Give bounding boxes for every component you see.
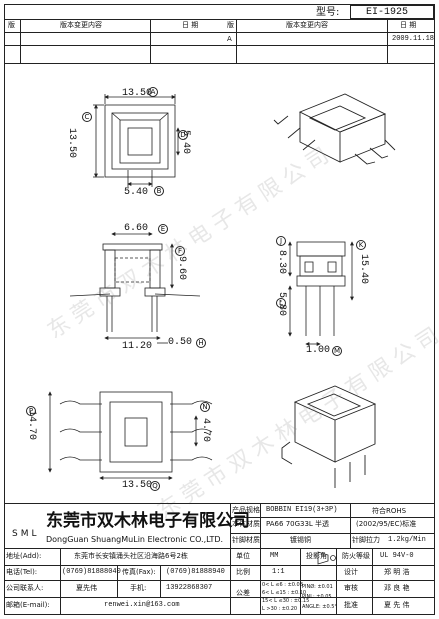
company-logo: SML bbox=[12, 529, 40, 539]
scale-label: 比例 bbox=[236, 568, 250, 576]
approve-label: 批准 bbox=[344, 601, 358, 609]
spec-pin-value: 镀锡铜 bbox=[290, 536, 311, 544]
rev-col-no: 版 bbox=[8, 21, 15, 29]
addr-value: 东莞市长安镇涌头社区沿海路6号2栋 bbox=[74, 552, 188, 560]
model-value: EI-1925 bbox=[366, 7, 409, 18]
revision-table bbox=[4, 19, 435, 64]
spec-rohs-1: 符合ROHS bbox=[372, 507, 407, 515]
rev-col-content-2: 版本变更内容 bbox=[286, 21, 328, 29]
flame-label: 防火等级 bbox=[342, 552, 370, 560]
spec-product-label: 产品规格 bbox=[232, 506, 260, 514]
rev-col-content: 版本变更内容 bbox=[60, 21, 102, 29]
spec-pin-label: 针脚材质 bbox=[232, 536, 260, 544]
check-value: 邓 良 艳 bbox=[384, 584, 410, 592]
tel-label: 电话(Tel): bbox=[6, 568, 38, 576]
fax-value: (0769)81888940 bbox=[166, 568, 225, 576]
spec-product-value: BOBBIN EI19(3+3P) bbox=[266, 506, 338, 514]
dim-side-total: 15.40 bbox=[358, 254, 369, 285]
email-value: renwei.xin@163.com bbox=[104, 601, 180, 609]
check-label: 审核 bbox=[344, 584, 358, 592]
tol-1: 0< L ≤6 : ±0.08 bbox=[262, 582, 303, 588]
spec-pull-value: 1.2kg/Min bbox=[388, 536, 426, 544]
dim-bottom-width: 13.50 bbox=[122, 480, 153, 491]
dim-ref-F: F bbox=[175, 246, 185, 256]
dim-ref-H: H bbox=[196, 338, 206, 348]
pin-tol-3: ANGLE: ±0.5° bbox=[302, 604, 337, 610]
dim-front-bottom: 11.20 bbox=[122, 341, 153, 352]
dim-side-height: 8.30 bbox=[276, 250, 287, 275]
model-label: 型号: bbox=[316, 7, 340, 18]
scale-value: 1:1 bbox=[272, 568, 285, 576]
tol-label: 公差 bbox=[236, 589, 250, 597]
dim-ref-J: J bbox=[276, 236, 286, 246]
phone-label: 手机: bbox=[130, 584, 147, 592]
dim-ref-Q: Q bbox=[150, 481, 160, 491]
tol-2: 6< L ≤15 : ±0.10 bbox=[262, 590, 307, 596]
dim-ref-C: C bbox=[82, 112, 92, 122]
dim-top-height: 13.50 bbox=[66, 128, 77, 159]
dim-ref-L: L bbox=[276, 298, 286, 308]
dim-ref-M: M bbox=[332, 346, 342, 356]
rev-col-date-2: 日 期 bbox=[400, 21, 417, 29]
contact-label: 公司联系人: bbox=[6, 584, 44, 592]
tol-4: L >30 : ±0.20 bbox=[262, 606, 298, 612]
rev-col-date: 日 期 bbox=[182, 21, 199, 29]
company-name-cn: 东莞市双木林电子有限公司 bbox=[46, 511, 250, 531]
email-label: 邮箱(E-mail): bbox=[6, 601, 50, 609]
dim-side-pitch: 1.00 bbox=[306, 345, 331, 356]
spec-body-label: 本体材质 bbox=[232, 520, 260, 528]
tol-3: 15< L ≤30 : ±0.15 bbox=[262, 598, 310, 604]
spec-pull-label: 针脚拉力 bbox=[352, 536, 380, 544]
fax-label: 传真(Fax): bbox=[122, 568, 156, 576]
unit-value: MM bbox=[270, 552, 279, 560]
dim-inner-width: 5.40 bbox=[124, 187, 149, 198]
unit-label: 单位 bbox=[236, 552, 250, 560]
dim-ref-K: K bbox=[356, 240, 366, 250]
spec-body-value: PA66 70G33L 半透 bbox=[266, 520, 330, 528]
dim-ref-A: A bbox=[148, 87, 158, 97]
dim-front-top: 6.60 bbox=[124, 223, 149, 234]
dim-ref-D: D bbox=[178, 130, 188, 140]
rev-col-no-2: 版 bbox=[227, 21, 234, 29]
spec-rohs-2: (2002/95/EC)标准 bbox=[356, 520, 417, 528]
dim-ref-B: B bbox=[154, 186, 164, 196]
pin-tol-1: PINØ: ±0.01 bbox=[302, 584, 333, 590]
phone-value: 13922868307 bbox=[166, 584, 213, 592]
company-name-en: DongGuan ShuangMuLin Electronic CO.,LTD. bbox=[46, 535, 224, 544]
dim-top-width: 13.50 bbox=[122, 88, 153, 99]
dim-bottom-pin: 4.70 bbox=[200, 418, 211, 443]
model-box bbox=[350, 5, 434, 19]
drawn-value: 郑 明 浩 bbox=[384, 568, 410, 576]
rev-row-rev: A bbox=[227, 35, 232, 43]
approve-value: 夏 先 伟 bbox=[384, 601, 410, 609]
rev-row-date: 2009.11.18 bbox=[392, 35, 435, 43]
title-block bbox=[4, 503, 435, 615]
dim-front-pin: 0.50 bbox=[168, 337, 193, 348]
tel-value: (0769)81888040 bbox=[62, 568, 121, 576]
flame-value: UL 94V-0 bbox=[380, 552, 414, 560]
dim-ref-P: P bbox=[26, 406, 36, 416]
drawn-label: 设计 bbox=[344, 568, 358, 576]
contact-value: 夏先伟 bbox=[76, 584, 97, 592]
dim-ref-E: E bbox=[158, 224, 168, 234]
pin-tol-2: PINL: ±0.05 bbox=[302, 594, 332, 600]
proj-label: 投影角 bbox=[306, 552, 327, 560]
dim-ref-N: N bbox=[200, 402, 210, 412]
addr-label: 地址(Add): bbox=[6, 552, 42, 560]
